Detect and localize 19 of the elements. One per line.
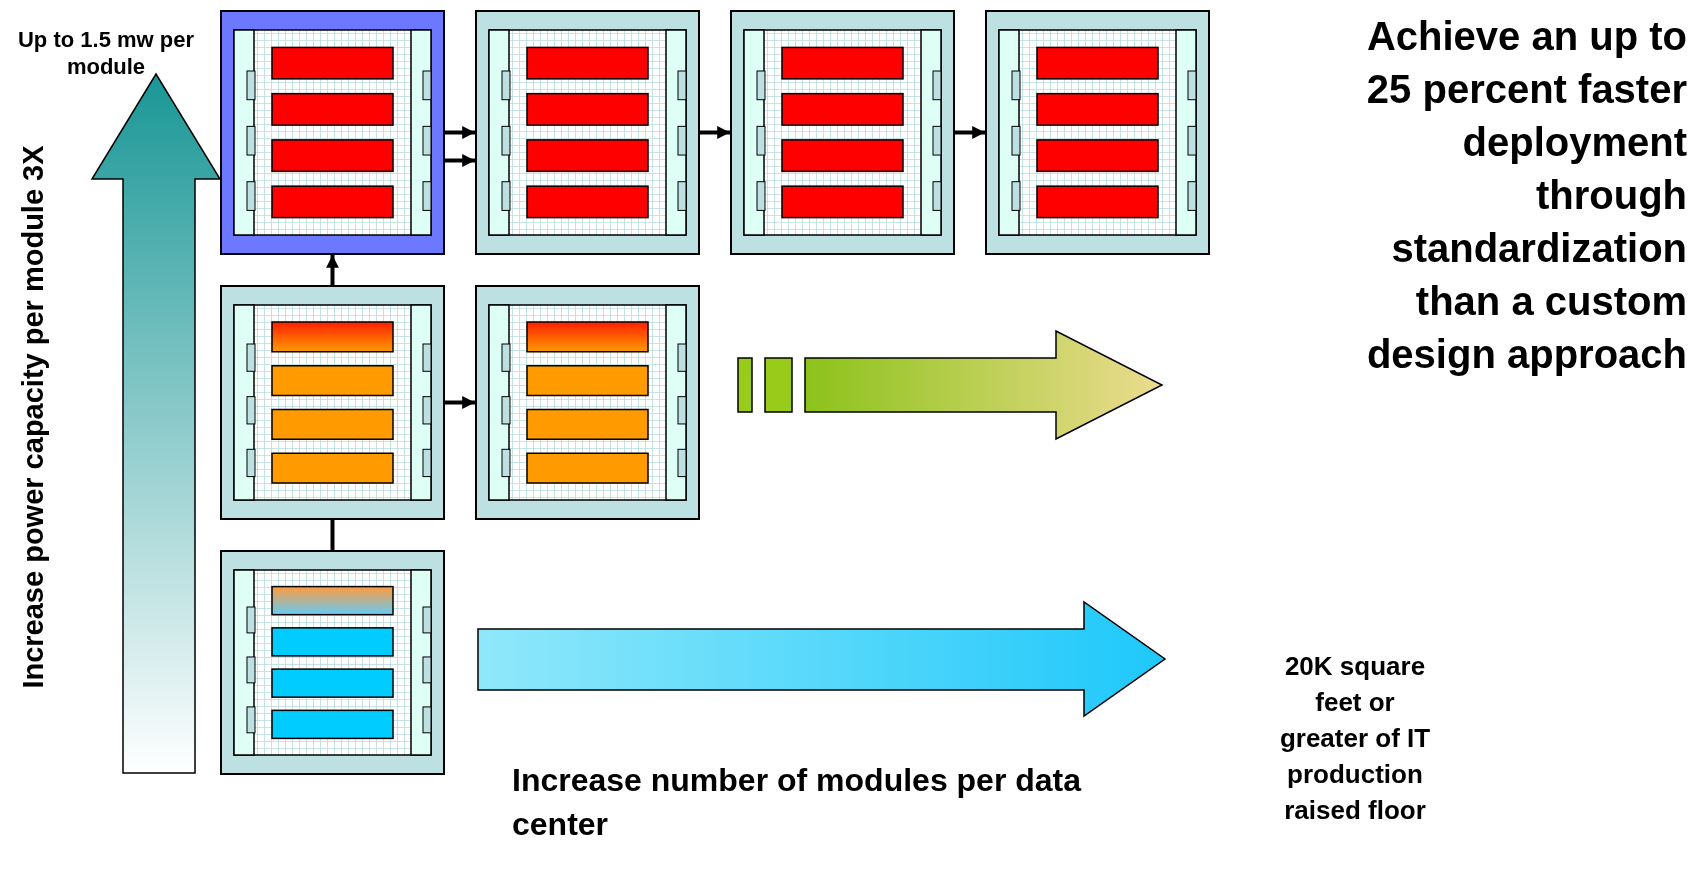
arrow <box>700 126 730 139</box>
connector-line <box>330 520 335 550</box>
module-box <box>475 10 700 255</box>
module-box <box>220 285 445 520</box>
arrow <box>445 154 475 167</box>
module-box <box>475 285 700 520</box>
floor-size-note: 20K square feet or greater of IT production raised floor <box>1278 650 1432 827</box>
capacity-note: Up to 1.5 mw per module <box>16 26 195 80</box>
module-box <box>985 10 1210 255</box>
axis-label: Increase power capacity per module 3X <box>16 144 50 691</box>
axis-label: Increase number of modules per data center <box>512 761 1083 844</box>
arrow <box>955 126 985 139</box>
module-box <box>220 10 445 255</box>
benefit-text: Achieve an up to 25 percent faster deployment through standardization than a custom design approach <box>1365 13 1687 378</box>
module-box <box>220 550 445 775</box>
arrow <box>326 255 339 285</box>
module-box <box>730 10 955 255</box>
arrow <box>445 126 475 139</box>
arrow <box>445 396 475 409</box>
